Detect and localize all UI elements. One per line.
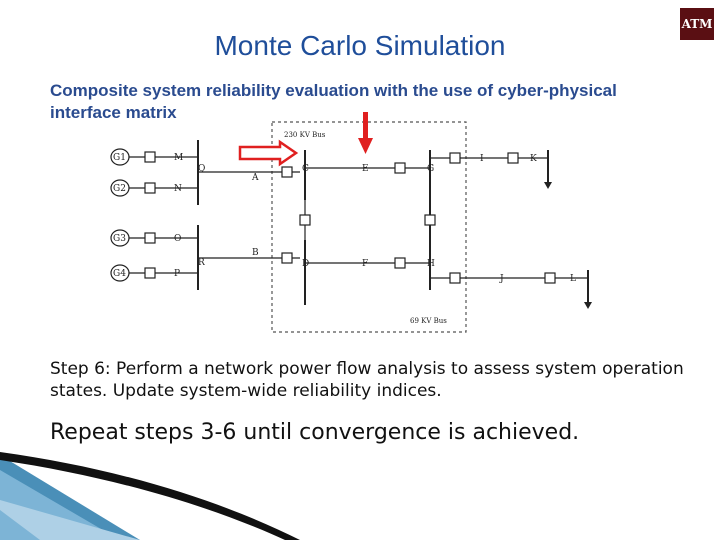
- breaker-l: L: [570, 274, 576, 284]
- breaker-q: Q: [198, 164, 205, 174]
- bus-230-label: 230 KV Bus: [284, 131, 326, 139]
- substation-boundary: [271, 121, 467, 333]
- generator-g3: [110, 229, 130, 247]
- generator-g1: [110, 148, 130, 166]
- breaker-a: A: [251, 173, 259, 183]
- breaker-p: P: [174, 269, 180, 279]
- breaker-n: N: [174, 184, 182, 194]
- breaker-f: F: [362, 259, 368, 269]
- breaker-c: C: [302, 164, 309, 174]
- g4-label: G4: [113, 269, 126, 279]
- red-arrow-right-icon: [238, 139, 299, 167]
- breaker-g: G: [427, 164, 434, 174]
- g1-label: G1: [113, 153, 126, 163]
- breaker-i: I: [480, 154, 484, 164]
- breaker-e: E: [362, 164, 369, 174]
- red-arrow-down-icon: [358, 112, 373, 154]
- breaker-h: H: [427, 259, 435, 269]
- breaker-j: J: [499, 274, 504, 284]
- generator-g2: [110, 179, 130, 197]
- breaker-d: D: [302, 259, 309, 269]
- breaker-b: B: [252, 248, 259, 258]
- step-6-text: Step 6: Perform a network power flow ana…: [50, 359, 684, 401]
- breaker-r: R: [198, 258, 205, 268]
- university-logo: ATM: [680, 8, 714, 40]
- slide-subtitle: Composite system reliability evaluation …: [50, 81, 617, 122]
- generator-g4: [110, 264, 130, 282]
- g2-label: G2: [113, 184, 126, 194]
- g3-label: G3: [113, 234, 126, 244]
- repeat-text: Repeat steps 3-6 until convergence is ac…: [50, 420, 580, 445]
- bus-69-label: 69 KV Bus: [410, 317, 447, 325]
- slide-title: Monte Carlo Simulation: [214, 30, 506, 61]
- breaker-m: M: [174, 153, 183, 163]
- breaker-k: K: [530, 154, 537, 164]
- breaker-o: O: [174, 234, 181, 244]
